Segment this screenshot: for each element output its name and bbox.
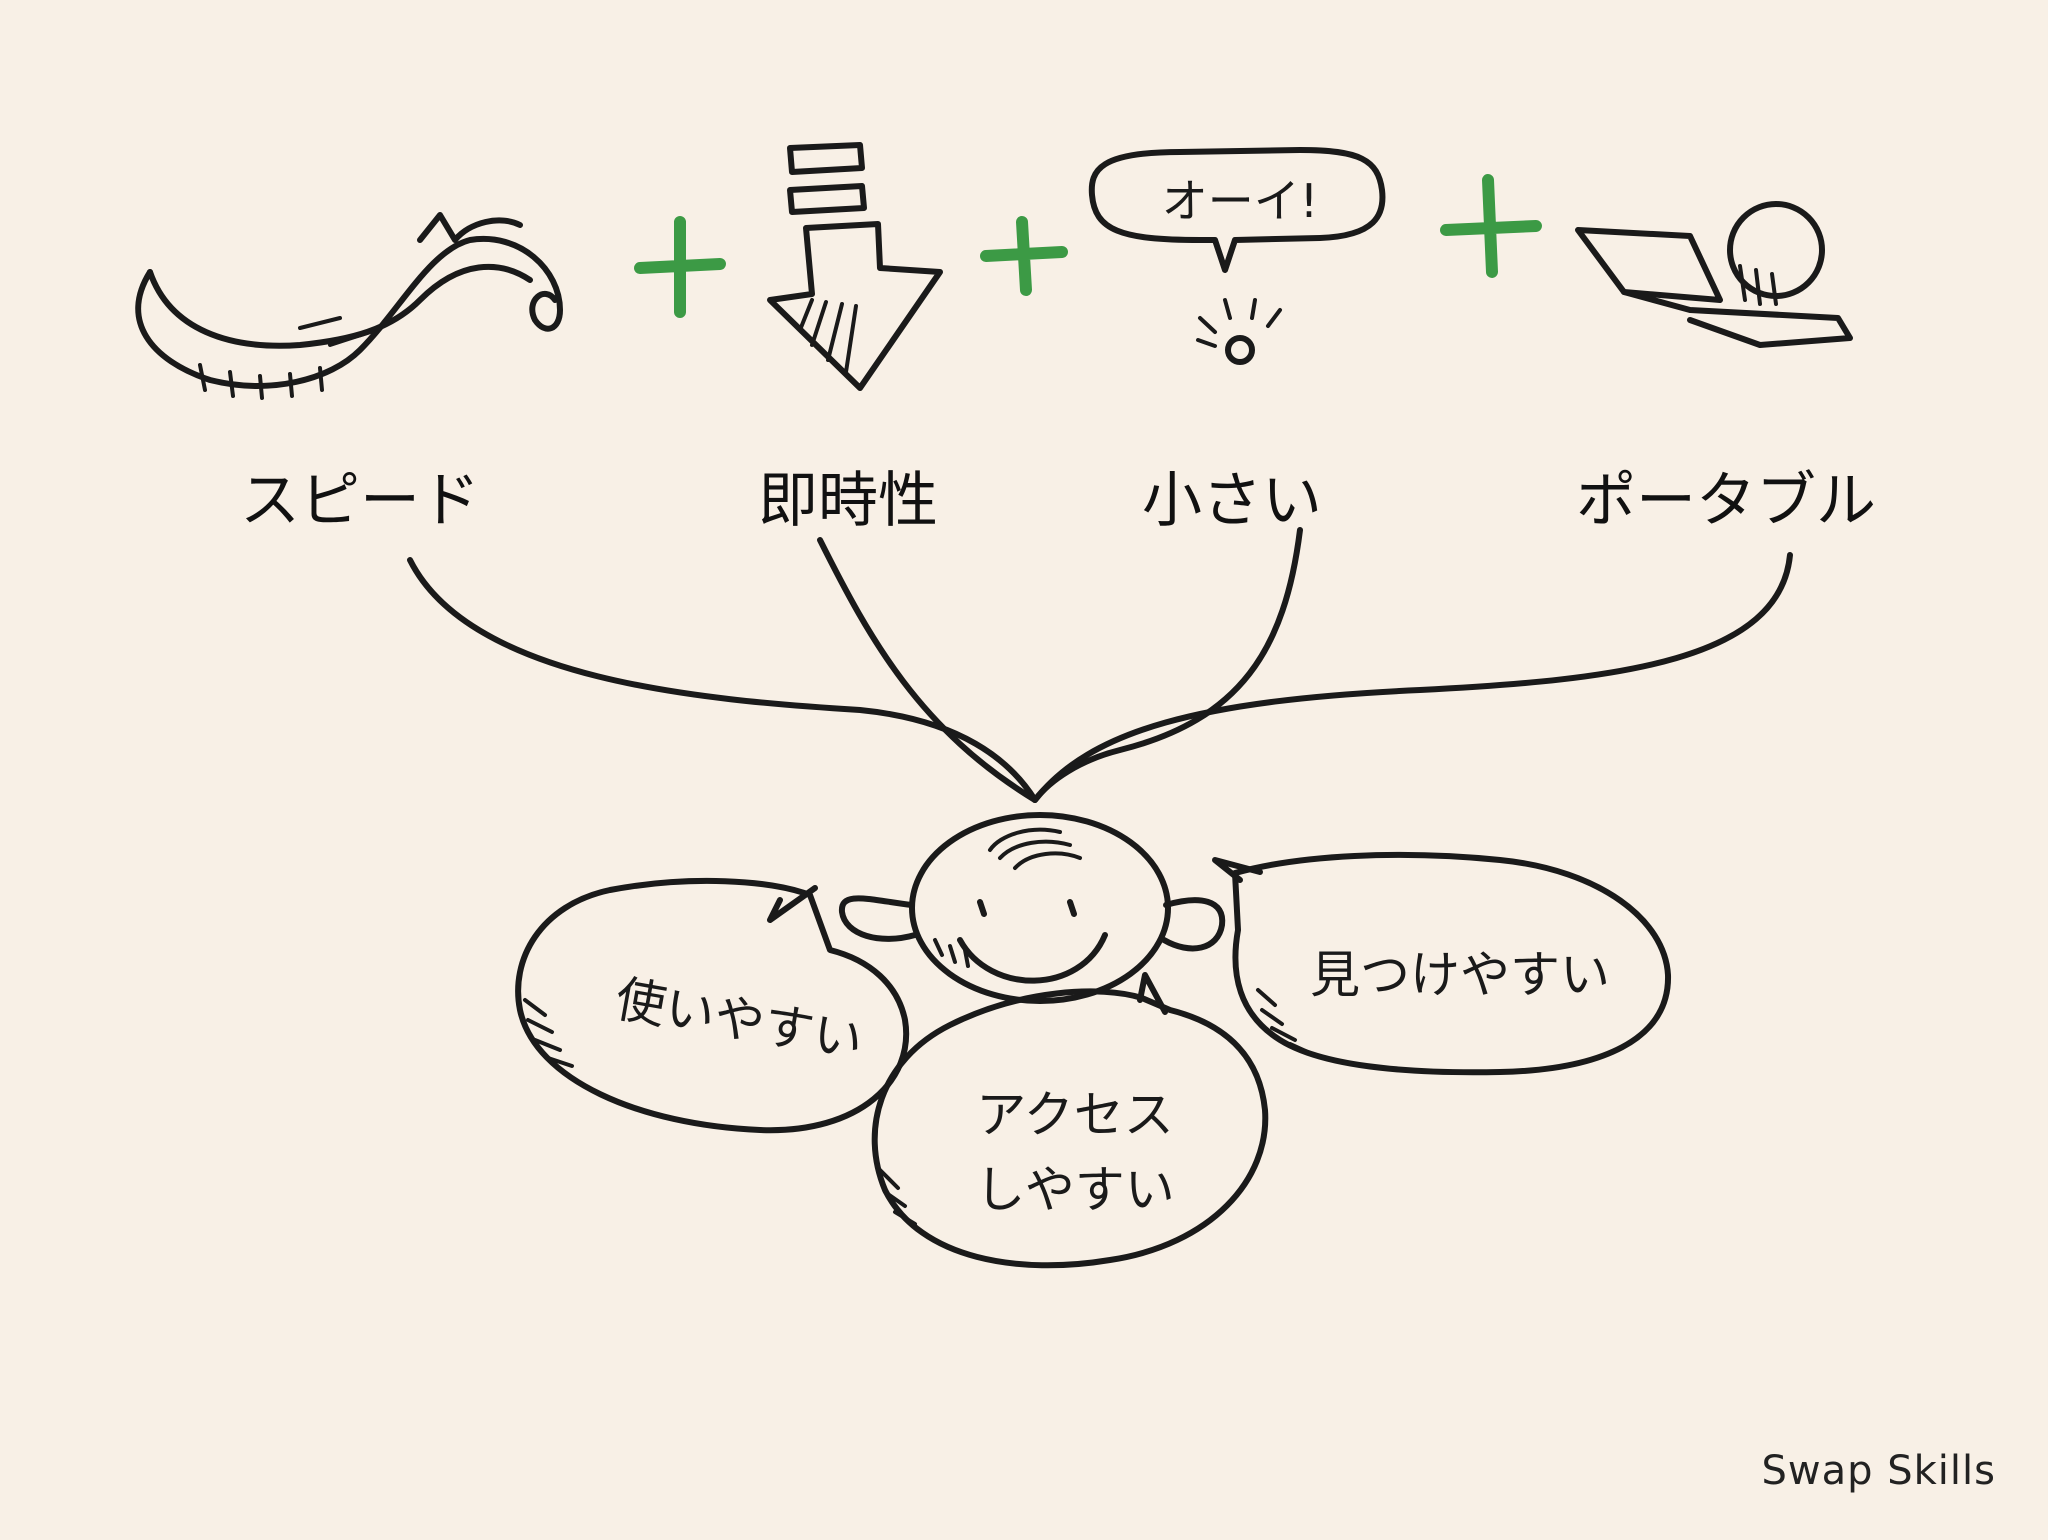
plus-icon-2 xyxy=(980,216,1068,296)
feature-label-immediacy: 即時性 xyxy=(758,466,938,536)
benefit-text-accessible-line2: しやすい xyxy=(975,1161,1175,1219)
plus-icon-3 xyxy=(1440,174,1542,278)
plus-icon-1 xyxy=(634,216,726,318)
benefit-bubble-left xyxy=(515,877,910,1134)
feature-label-small: 小さい xyxy=(1142,466,1322,536)
down-arrow-icon xyxy=(767,142,943,391)
benefit-bubble-center xyxy=(871,972,1269,1269)
laptop-icon xyxy=(1575,201,1853,348)
speech-bubble-icon xyxy=(1088,147,1386,365)
happy-face-icon xyxy=(838,812,1226,1004)
benefit-text-easy-to-find: 見つけやすい xyxy=(1310,946,1610,1004)
brand-logo: Swap Skills xyxy=(1761,1448,1996,1494)
feature-label-speed: スピード xyxy=(240,466,480,536)
connector-curves xyxy=(407,527,1793,803)
squirrel-icon xyxy=(135,212,563,400)
feature-label-portable: ポータブル xyxy=(1576,466,1876,536)
benefit-bubble-right xyxy=(1212,851,1672,1076)
benefit-text-accessible-line1: アクセス xyxy=(976,1086,1174,1144)
callout-text: オーイ! xyxy=(1161,174,1319,228)
